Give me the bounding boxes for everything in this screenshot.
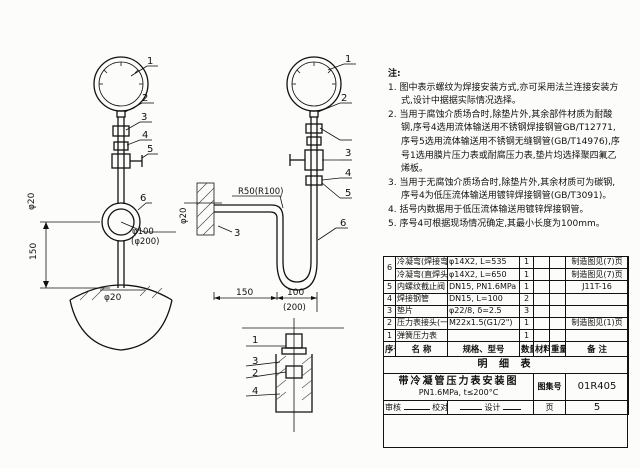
callout-6-left: 6 [140, 193, 146, 204]
dim-d20-mid: φ20 [179, 208, 189, 224]
check-signature [459, 408, 482, 410]
design-signature [503, 408, 522, 410]
table-row: 6 冷凝弯(焊接弯头) φ14X2, L=535 1 制造图见(7)页 [383, 255, 629, 282]
callout-4-right: 4 [345, 168, 351, 179]
dim-150-horizontal: 150 [236, 288, 253, 298]
table-row: 2 压力表接头(一) M22x1.5(G1/2") 1 制造图见(1)页 [383, 316, 629, 331]
notes-block: 注: 1. 图中表示螺纹为焊接安装方式,亦可采用法兰连接安装方式,设计中据据实际… [388, 68, 624, 231]
dim-100: 100 [287, 288, 304, 298]
dim-150-vertical: 150 [29, 243, 39, 260]
table-row: 1 弹簧压力表 1 [383, 329, 629, 343]
callout-4-left: 4 [142, 130, 148, 141]
dim-200: (200) [283, 303, 306, 313]
review-cell: 审核 校对 [383, 400, 448, 416]
callout-3-wall: 3 [234, 228, 240, 239]
note-5: 5. 序号4可根据现场情况确定,其最小长度为100mm。 [388, 218, 605, 229]
atlas-number: 01R405 [565, 373, 629, 402]
callout-6-right: 6 [340, 218, 346, 229]
dim-d100: φ100 [132, 227, 154, 237]
table-caption-row: 明 细 表 [383, 356, 629, 375]
callout-1-right: 1 [345, 54, 351, 65]
note-3: 3. 当用于无腐蚀介质场合时,除垫片外,其余材质可为碳钢,序号4为低压流体输送用… [388, 177, 616, 202]
callout-5-right: 5 [345, 188, 351, 199]
callout-4-detail: 4 [252, 386, 258, 397]
note-2: 2. 当用于腐蚀介质场合时,除垫片外,其余部件材质为耐酸钢,序号4选用流体输送用… [388, 109, 620, 175]
table-row: 3 垫片 φ22/8, δ=2.5 3 [383, 304, 629, 318]
table-header-row: 序号 名 称 规格、型号 数量 材料 重量(kg) 备 注 [383, 341, 629, 358]
callout-2-left: 2 [142, 93, 148, 104]
detail-view: 1 3 2 4 [242, 318, 344, 432]
table-row: 4 焊接钢管 DN15, L=100 2 [383, 292, 629, 306]
dim-d200: (φ200) [131, 237, 159, 247]
table-caption: 明 细 表 [383, 356, 629, 375]
callout-1-detail: 1 [252, 335, 258, 346]
callout-1-left: 1 [147, 56, 153, 67]
table-row: 冷凝弯(直焊头) φ14X2, L=650 1 制造图见(7)页 [384, 268, 629, 282]
note-4: 4. 括号内数据用于低压流体输送用镀锌焊接钢管。 [388, 204, 589, 215]
note-1: 1. 图中表示螺纹为焊接安装方式,亦可采用法兰连接安装方式,设计中据据实际情况选… [388, 82, 619, 107]
front-view: 150 φ20 φ100 (φ200) 1 2 3 4 5 6 [29, 56, 176, 351]
dim-d20-left: φ20 [27, 192, 37, 210]
signature-row: 审核 校对 设计 页 5 [383, 400, 629, 416]
review-signature [403, 408, 430, 410]
page-label: 页 [533, 400, 566, 416]
atlas-label: 图集号 [533, 373, 566, 402]
callout-3-right: 3 [345, 148, 351, 159]
callout-5-left: 5 [147, 144, 153, 155]
parts-table: 6 冷凝弯(焊接弯头) φ14X2, L=535 1 制造图见(7)页 冷凝弯(… [383, 255, 629, 416]
drawing-title: 带冷凝管压力表安装图 PN1.6MPa, t≤200°C [383, 373, 534, 402]
dim-d20-bottom: φ20 [104, 293, 122, 303]
notes-header: 注: [388, 69, 401, 79]
callout-3-detail: 3 [252, 356, 258, 367]
table-row: 5 内螺纹截止阀 DN15, PN1.6MPa 1 J11T-16 [383, 280, 629, 294]
title-block-row: 带冷凝管压力表安装图 PN1.6MPa, t≤200°C 图集号 01R405 [383, 373, 629, 402]
callout-3-left: 3 [141, 112, 147, 123]
callout-2-detail: 2 [252, 368, 258, 379]
page-number: 5 [565, 400, 629, 416]
callout-2-right: 2 [341, 93, 347, 104]
dim-r50: R50(R100) [238, 187, 283, 197]
side-view: R50(R100) φ20 3 150 100 (200) [179, 54, 356, 313]
design-cell: 设计 [447, 400, 534, 416]
